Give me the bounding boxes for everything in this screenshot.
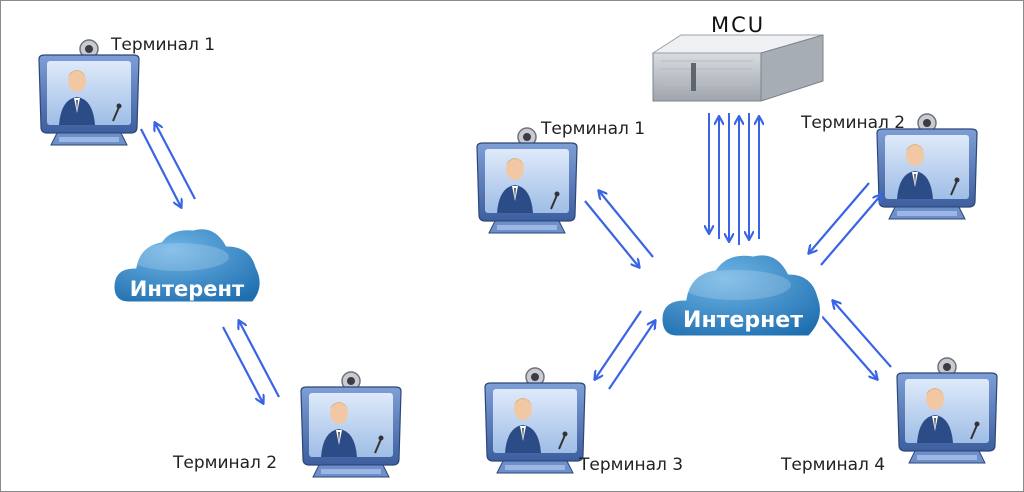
mcu-arrows	[709, 113, 759, 245]
bidirectional-arrow-icon	[820, 195, 881, 266]
bidirectional-arrow-icon	[584, 200, 639, 267]
right-terminal-1	[476, 127, 578, 234]
right-terminal-4	[896, 357, 998, 464]
left-terminal-2	[300, 371, 402, 478]
videoconference-terminal-icon	[300, 371, 402, 478]
cloud-label: Интернет	[683, 308, 803, 333]
cloud-icon	[111, 226, 263, 305]
right-terminal-1-label: Терминал 1	[541, 119, 646, 139]
left-arrows-bottom	[222, 321, 280, 403]
right-terminal-4-label: Терминал 4	[781, 455, 886, 475]
bidirectional-arrow-icon	[833, 301, 892, 368]
bidirectional-arrow-icon	[140, 128, 181, 207]
videoconference-terminal-icon	[484, 367, 586, 474]
videoconference-terminal-icon	[476, 127, 578, 234]
bidirectional-arrow-icon	[818, 312, 877, 379]
right-arrows-t1	[584, 191, 654, 267]
right-cloud: Интернет	[659, 252, 823, 339]
left-terminal-1-label: Терминал 1	[111, 35, 216, 55]
bidirectional-arrow-icon	[608, 321, 655, 390]
bidirectional-arrow-icon	[599, 191, 654, 258]
cloud-label: Интерент	[130, 277, 245, 301]
bidirectional-arrow-icon	[239, 321, 280, 398]
right-arrows-t2	[809, 182, 881, 266]
bidirectional-arrow-icon	[809, 182, 870, 253]
bidirectional-arrow-icon	[595, 310, 642, 379]
left-terminal-1	[38, 39, 140, 146]
right-arrows-t4	[818, 301, 892, 379]
right-terminal-3	[484, 367, 586, 474]
mcu-label: MCU	[711, 13, 766, 37]
videoconference-terminal-icon	[38, 39, 140, 146]
left-arrows-top	[140, 123, 196, 207]
cloud-icon	[659, 252, 823, 339]
right-terminal-2-label: Терминал 2	[801, 113, 906, 133]
left-cloud: Интерент	[111, 226, 263, 305]
bidirectional-arrow-icon	[155, 123, 196, 200]
left-terminal-2-label: Терминал 2	[173, 453, 278, 473]
right-arrows-t3	[595, 310, 655, 390]
server-icon	[651, 34, 824, 102]
videoconference-terminal-icon	[896, 357, 998, 464]
bidirectional-arrow-icon	[222, 326, 263, 403]
mcu-server	[651, 34, 824, 102]
right-terminal-3-label: Терминал 3	[579, 455, 684, 475]
